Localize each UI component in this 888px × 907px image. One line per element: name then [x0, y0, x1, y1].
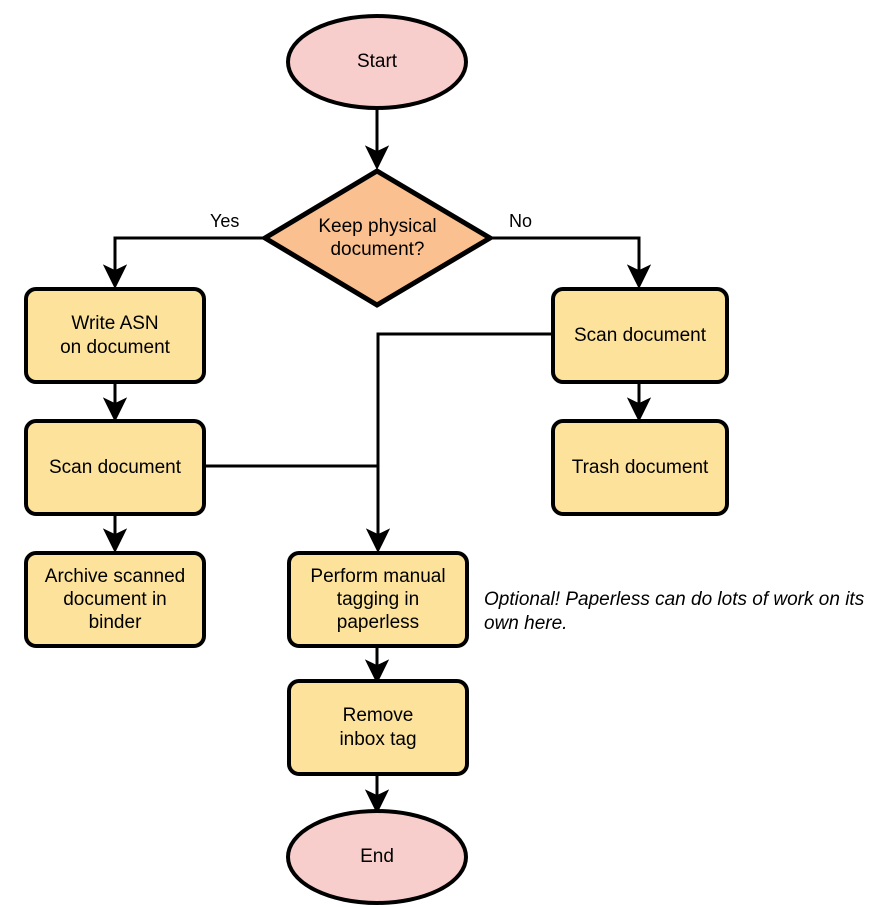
edge-yes-to-write-asn — [102, 236, 265, 290]
node-remove-inbox-tag-shape[interactable] — [287, 679, 469, 776]
node-scan-right-shape[interactable] — [551, 287, 729, 384]
edge-scan-right-to-tagging — [365, 332, 553, 554]
node-trash-shape[interactable] — [551, 419, 729, 516]
edge-label-yes: Yes — [210, 211, 240, 231]
node-end-shape[interactable] — [286, 809, 468, 905]
edge-no-to-scan-right — [490, 236, 652, 290]
annotation-optional: Optional! Paperless can do lots of work … — [484, 588, 884, 637]
node-tagging-shape[interactable] — [287, 551, 469, 648]
node-archive-shape[interactable] — [24, 551, 206, 648]
node-scan-left-shape[interactable] — [24, 419, 206, 516]
node-decision-shape[interactable] — [260, 168, 495, 308]
edge-label-no: No — [509, 211, 533, 231]
node-start-shape[interactable] — [286, 14, 468, 110]
node-write-asn-shape[interactable] — [24, 287, 206, 384]
connector-group — [102, 109, 652, 815]
annotation-line2: its own here. — [484, 589, 865, 635]
annotation-line1: Optional! Paperless can do lots of work … — [484, 589, 840, 610]
